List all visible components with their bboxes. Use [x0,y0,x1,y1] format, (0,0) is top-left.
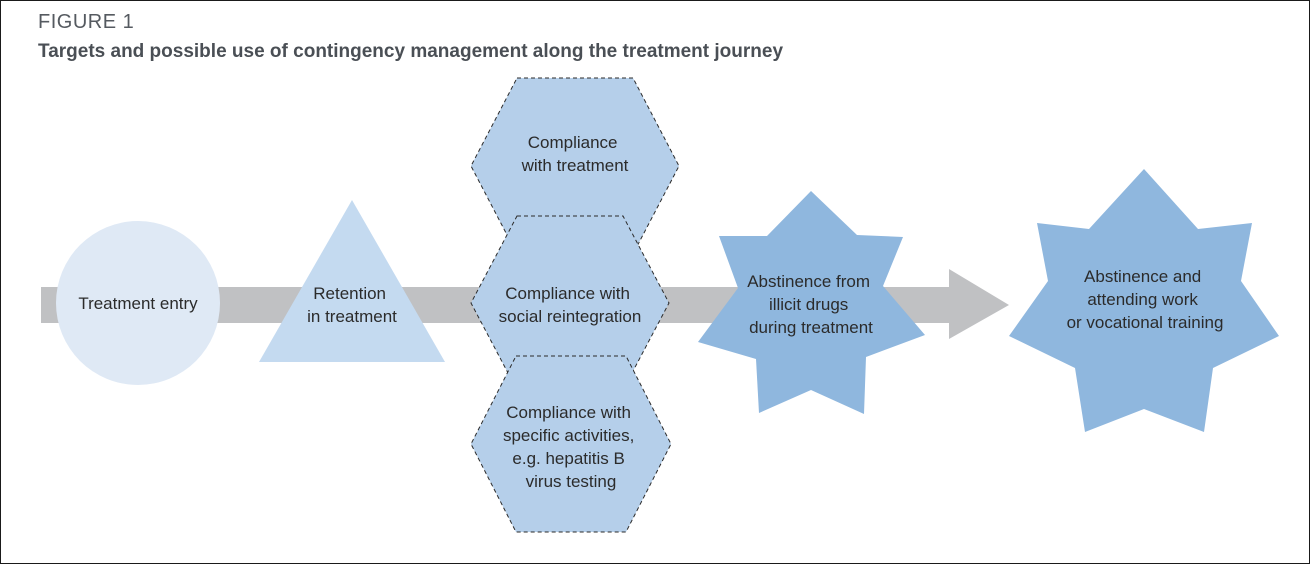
label-line: social reintegration [499,307,642,326]
label-line: Treatment entry [78,294,198,313]
label-line: in treatment [307,307,397,326]
node-label: Abstinence from illicit drugs during tre… [747,272,875,337]
figure-title: Targets and possible use of contingency … [38,41,784,62]
node-label: Abstinence and attending work or vocatio… [1067,267,1224,332]
label-line: Abstinence from [747,272,870,291]
node-compliance-specific: Compliance with specific activities, e.g… [470,355,672,533]
node-label: Retention in treatment [307,284,397,326]
node-label: Treatment entry [78,294,198,313]
node-abstinence-work: Abstinence and attending work or vocatio… [1009,169,1279,432]
figure-label: FIGURE 1 [38,11,135,33]
circle-shape [56,221,220,385]
label-line: Retention [313,284,386,303]
label-line: Compliance with [506,403,631,422]
label-line: attending work [1087,290,1198,309]
label-line: during treatment [749,318,873,337]
node-label: Compliance with treatment [521,133,629,175]
label-line: e.g. hepatitis B [512,449,624,468]
label-line: Abstinence and [1084,267,1201,286]
label-line: Compliance [528,133,618,152]
label-line: with treatment [521,156,629,175]
node-compliance-treatment: Compliance with treatment [470,77,680,255]
node-label: Compliance with social reintegration [499,284,642,326]
label-line: illicit drugs [769,295,848,314]
hexagon-shape [470,77,680,255]
node-treatment-entry: Treatment entry [56,221,220,385]
node-retention: Retention in treatment [259,200,445,362]
label-line: specific activities, [503,426,634,445]
node-label: Compliance with specific activities, e.g… [503,403,639,491]
star-shape [698,191,925,414]
star-shape [1009,169,1279,432]
label-line: Compliance with [505,284,630,303]
label-line: virus testing [526,472,617,491]
node-abstinence-during-treatment: Abstinence from illicit drugs during tre… [698,191,925,414]
triangle-shape [259,200,445,362]
hexagon-shape [470,355,672,533]
label-line: or vocational training [1067,313,1224,332]
node-compliance-social: Compliance with social reintegration [470,215,670,391]
